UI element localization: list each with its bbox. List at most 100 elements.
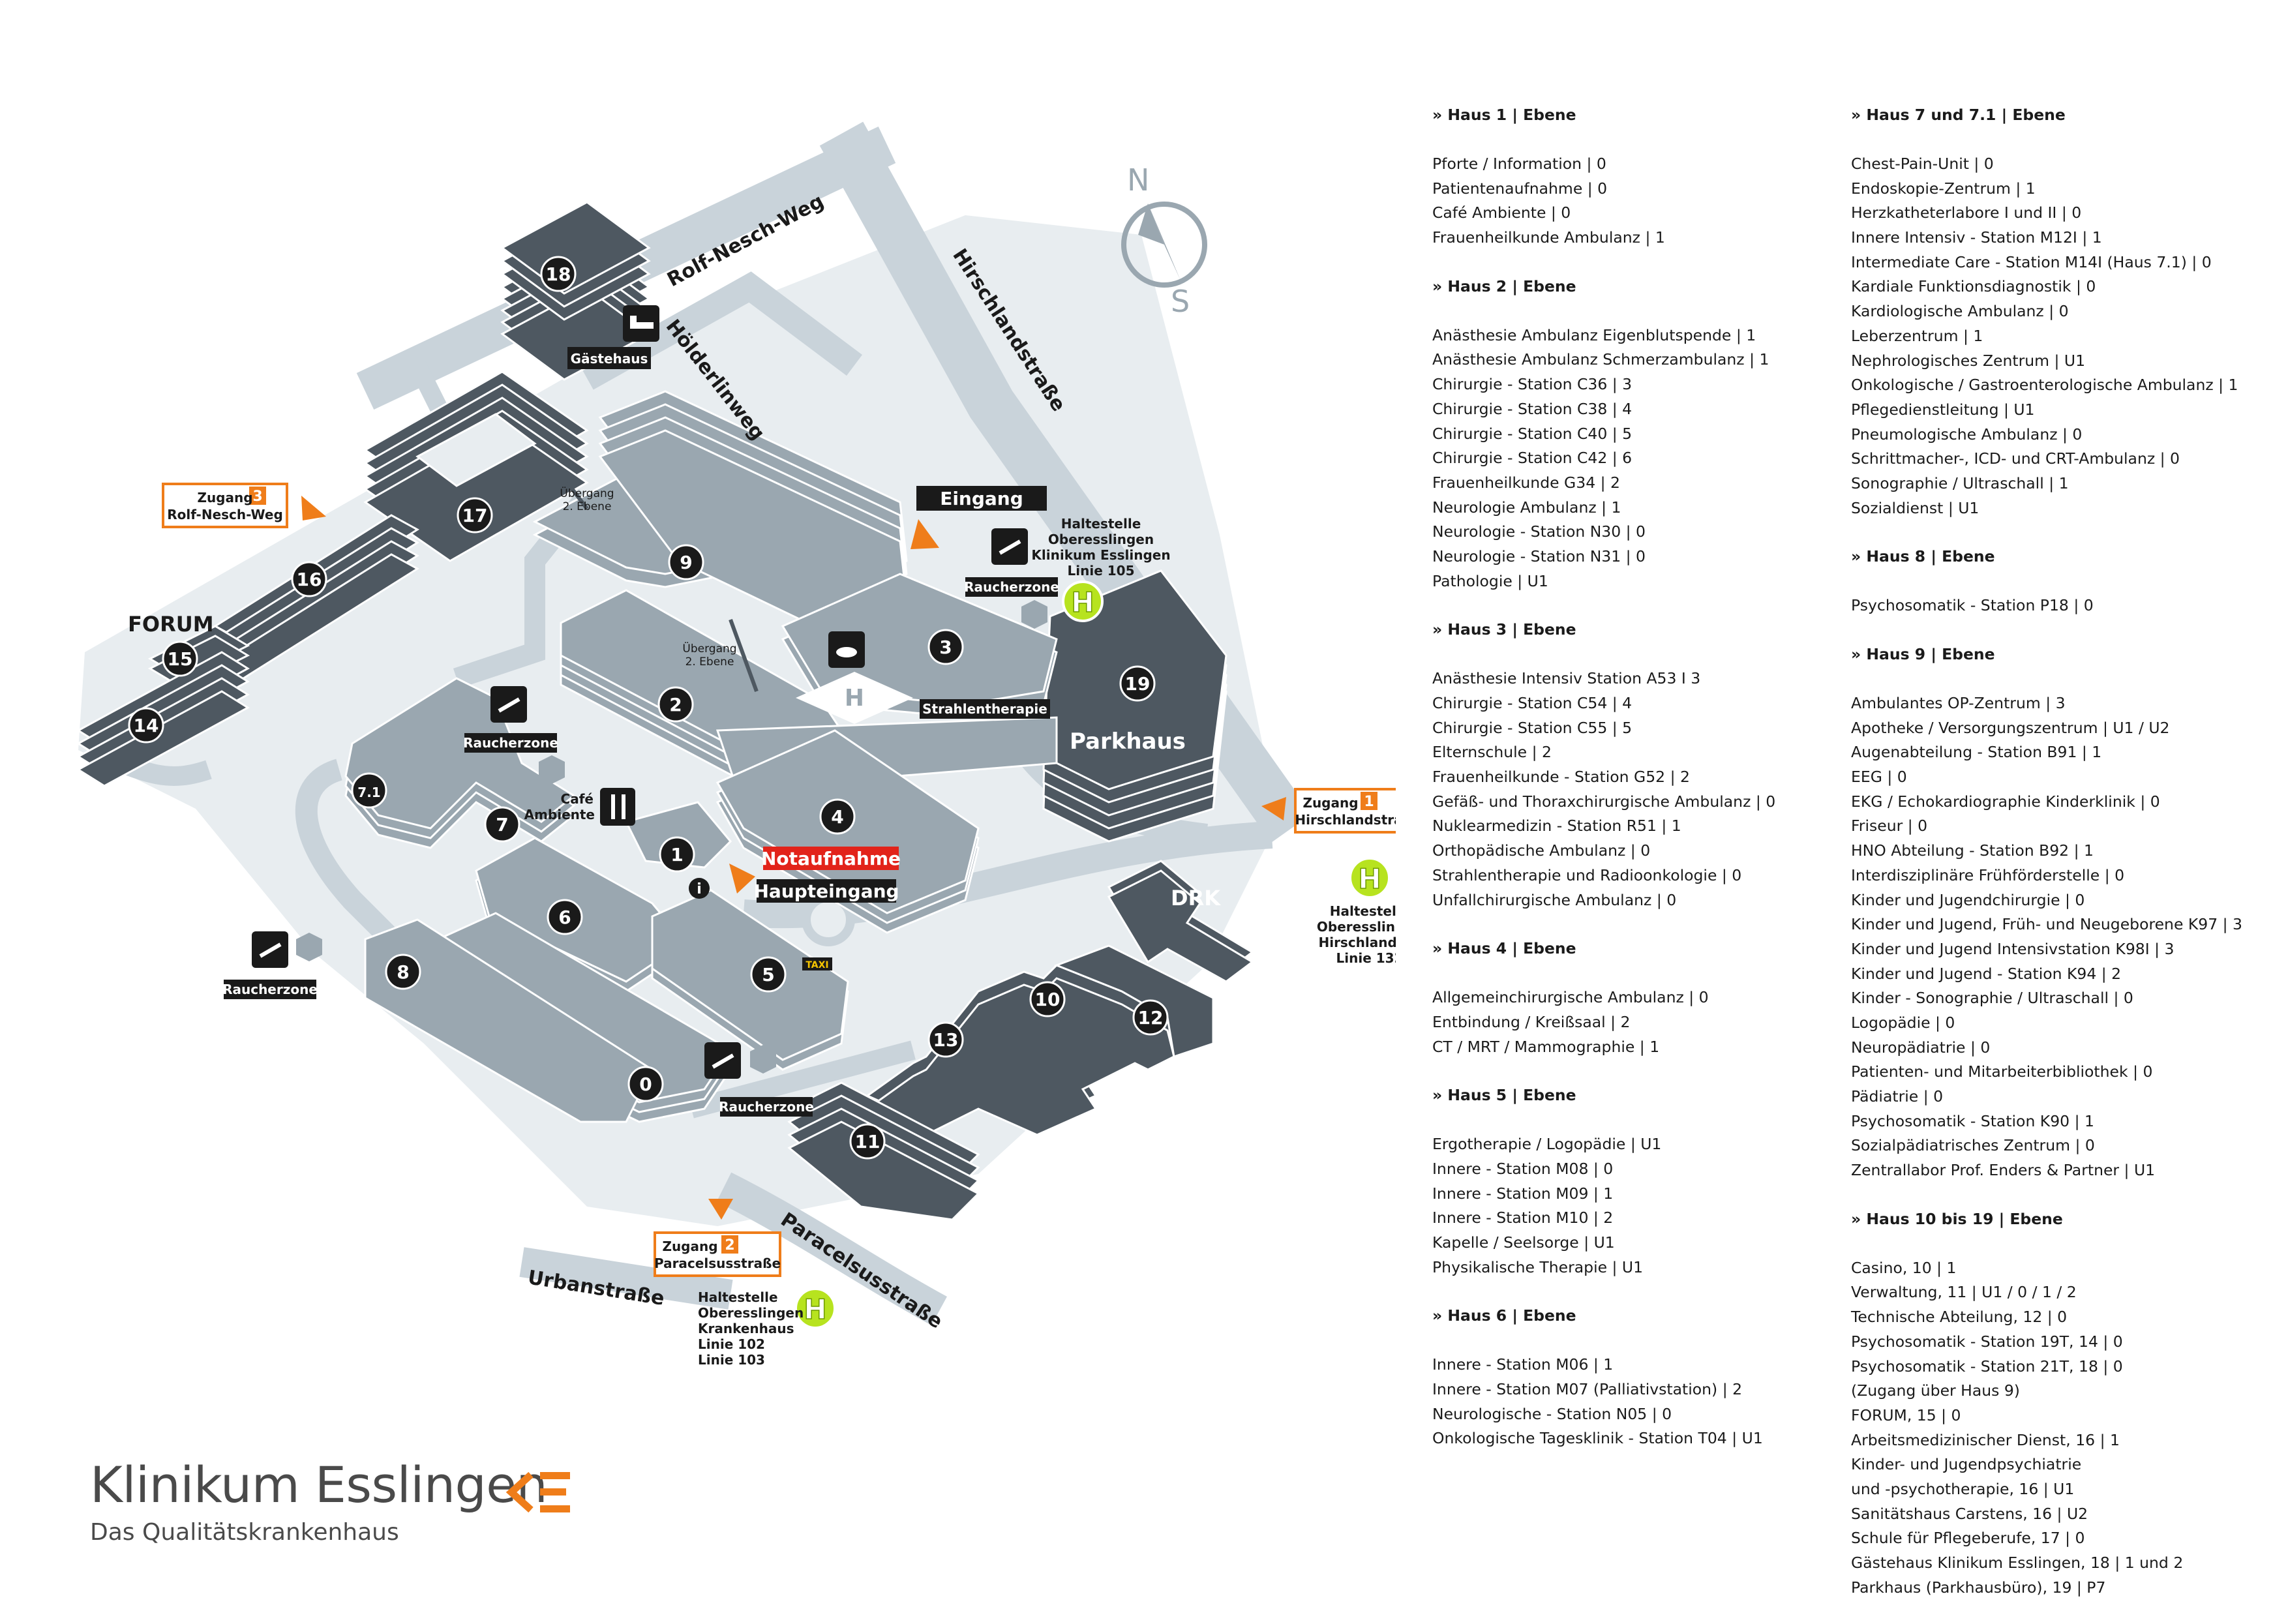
eingang-sign: Eingang: [916, 486, 1047, 511]
legend-item: Sozialpädiatrisches Zentrum | 0: [1851, 1136, 2095, 1155]
building-number-7: 7: [484, 806, 520, 843]
legend-item: Sanitätshaus Carstens, 16 | U2: [1851, 1504, 2088, 1523]
haltestelle-3-line5: Linie 103: [698, 1352, 765, 1368]
building-number-10: 10: [1029, 981, 1066, 1017]
legend-item: Patienten- und Mitarbeiterbibliothek | 0: [1851, 1062, 2153, 1081]
legend-item: Neurologische - Station N05 | 0: [1432, 1404, 1672, 1423]
building-number-4: 4: [819, 798, 856, 835]
legend-item: Leberzentrum | 1: [1851, 326, 1983, 345]
legend-item: Pforte / Information | 0: [1432, 155, 1606, 173]
legend-item: Kinder und Jugendchirurgie | 0: [1851, 890, 2085, 909]
legend-item: Sonographie / Ultraschall | 1: [1851, 474, 2069, 492]
legend-section-title: » Haus 10 bis 19 | Ebene: [1851, 1209, 2063, 1228]
haltestelle-2: H Haltestelle Oberesslingen Hirschlandho…: [1317, 857, 1396, 966]
zugang-3-num: 3: [252, 489, 262, 505]
legend-item: Neurologie Ambulanz | 1: [1432, 498, 1621, 517]
legend-item: Gefäß- und Thoraxchirurgische Ambulanz |…: [1432, 792, 1776, 811]
building-number-label: 2: [669, 694, 682, 715]
uebergang-1-line2: 2. Ebene: [563, 500, 612, 513]
parkhaus-label-group: Parkhaus: [1070, 729, 1186, 755]
building-number-label: 6: [558, 907, 571, 928]
raucherzone-4: Raucherzone: [704, 1042, 814, 1117]
gaestehaus-label: Gästehaus: [571, 351, 648, 367]
legend-item: Casino, 10 | 1: [1851, 1258, 1957, 1277]
legend-item: Innere - Station M08 | 0: [1432, 1159, 1614, 1178]
building-number-14: 14: [128, 707, 164, 744]
legend-item: Augenabteilung - Station B91 | 1: [1851, 743, 2102, 762]
zugang-1-line1: Zugang: [1302, 795, 1358, 811]
helipad: [796, 672, 913, 724]
building-number-label: 1: [670, 844, 683, 865]
legend-item: Verwaltung, 11 | U1 / 0 / 1 / 2: [1851, 1283, 2077, 1302]
building-number-label: 8: [397, 961, 409, 983]
legend-item: Innere - Station M06 | 1: [1432, 1355, 1614, 1374]
legend-section-title: » Haus 6 | Ebene: [1432, 1306, 1576, 1325]
legend-item: Innere - Station M10 | 2: [1432, 1209, 1614, 1227]
building-number-label: 7.1: [357, 785, 380, 800]
legend-section-title: » Haus 2 | Ebene: [1432, 277, 1576, 295]
legend-item: Pflegedienstleitung | U1: [1851, 400, 2035, 419]
legend-item: Frauenheilkunde G34 | 2: [1432, 473, 1620, 492]
building-drk: [1107, 860, 1254, 983]
cafe-label-2: Ambiente: [524, 807, 595, 822]
uebergang-label-2: Übergang 2. Ebene: [682, 641, 736, 669]
haltestelle-3-line2: Oberesslingen: [698, 1305, 804, 1321]
zugang-2-num: 2: [725, 1237, 734, 1254]
uebergang-2-line1: Übergang: [682, 641, 736, 655]
zugang-3-line2: Rolf-Nesch-Weg: [167, 507, 283, 522]
building-number-1: 1: [659, 836, 695, 873]
legend-item: Nephrologisches Zentrum | U1: [1851, 351, 2086, 370]
building-number-label: 5: [762, 964, 774, 985]
building-number-label: 9: [680, 552, 692, 573]
legend-section-title: » Haus 4 | Ebene: [1432, 939, 1576, 958]
brand-tagline: Das Qualitätskrankenhaus: [90, 1519, 399, 1546]
building-number-8: 8: [385, 954, 421, 990]
notaufnahme-sign: Notaufnahme: [761, 847, 901, 870]
legend-item: Schule für Pflegeberufe, 17 | 0: [1851, 1529, 2085, 1548]
legend-item: Kardiologische Ambulanz | 0: [1851, 302, 2069, 321]
building-number-label: 0: [639, 1074, 652, 1095]
parkhaus-label: Parkhaus: [1070, 729, 1186, 755]
legend-section-title: » Haus 8 | Ebene: [1851, 547, 1995, 566]
bus-stop-1-symbol: H: [1071, 586, 1094, 618]
haltestelle-3: H Haltestelle Oberesslingen Krankenhaus …: [698, 1287, 836, 1368]
building-number-label: 19: [1125, 673, 1151, 695]
legend-item: Gästehaus Klinikum Esslingen, 18 | 1 und…: [1851, 1554, 2184, 1572]
strahlentherapie-label: Strahlentherapie: [922, 701, 1047, 717]
inner-road-2: [295, 759, 426, 974]
gaestehaus-sign: Gästehaus: [567, 305, 659, 369]
haupteingang-sign: Haupteingang: [753, 879, 899, 903]
uebergang-bridge-2: [565, 481, 589, 510]
taxi-label: TAXI: [805, 960, 828, 970]
brand-name: Klinikum Esslingen: [90, 1456, 548, 1514]
haltestelle-1-line4: Linie 105: [1068, 563, 1135, 579]
uebergang-label-1: Übergang 2. Ebene: [560, 486, 614, 513]
building-number-5: 5: [750, 956, 787, 993]
building-5: [651, 889, 849, 1071]
uebergang-bridge: [729, 618, 759, 693]
zugang-2-line2: Paracelsusstraße: [654, 1256, 781, 1271]
notaufnahme-label: Notaufnahme: [761, 848, 901, 869]
compass-south: S: [1171, 284, 1190, 319]
legend-item: Zentrallabor Prof. Enders & Partner | U1: [1851, 1161, 2156, 1180]
haltestelle-1-line3: Klinikum Esslingen: [1031, 547, 1170, 563]
legend-item: Psychosomatik - Station P18 | 0: [1851, 596, 2094, 615]
legend-item: Allgemeinchirurgische Ambulanz | 0: [1432, 988, 1709, 1007]
building-number-2: 2: [657, 686, 694, 723]
building-number-17: 17: [457, 497, 493, 534]
legend-item: Café Ambiente | 0: [1432, 203, 1571, 222]
building-number-0: 0: [627, 1066, 664, 1102]
legend-item: Neurologie - Station N31 | 0: [1432, 547, 1646, 565]
building-number-label: 16: [297, 569, 322, 590]
legend-item: HNO Abteilung - Station B92 | 1: [1851, 841, 2094, 860]
raucherzone-2-label: Raucherzone: [964, 579, 1059, 595]
zugang-2-arrow: [708, 1199, 733, 1220]
